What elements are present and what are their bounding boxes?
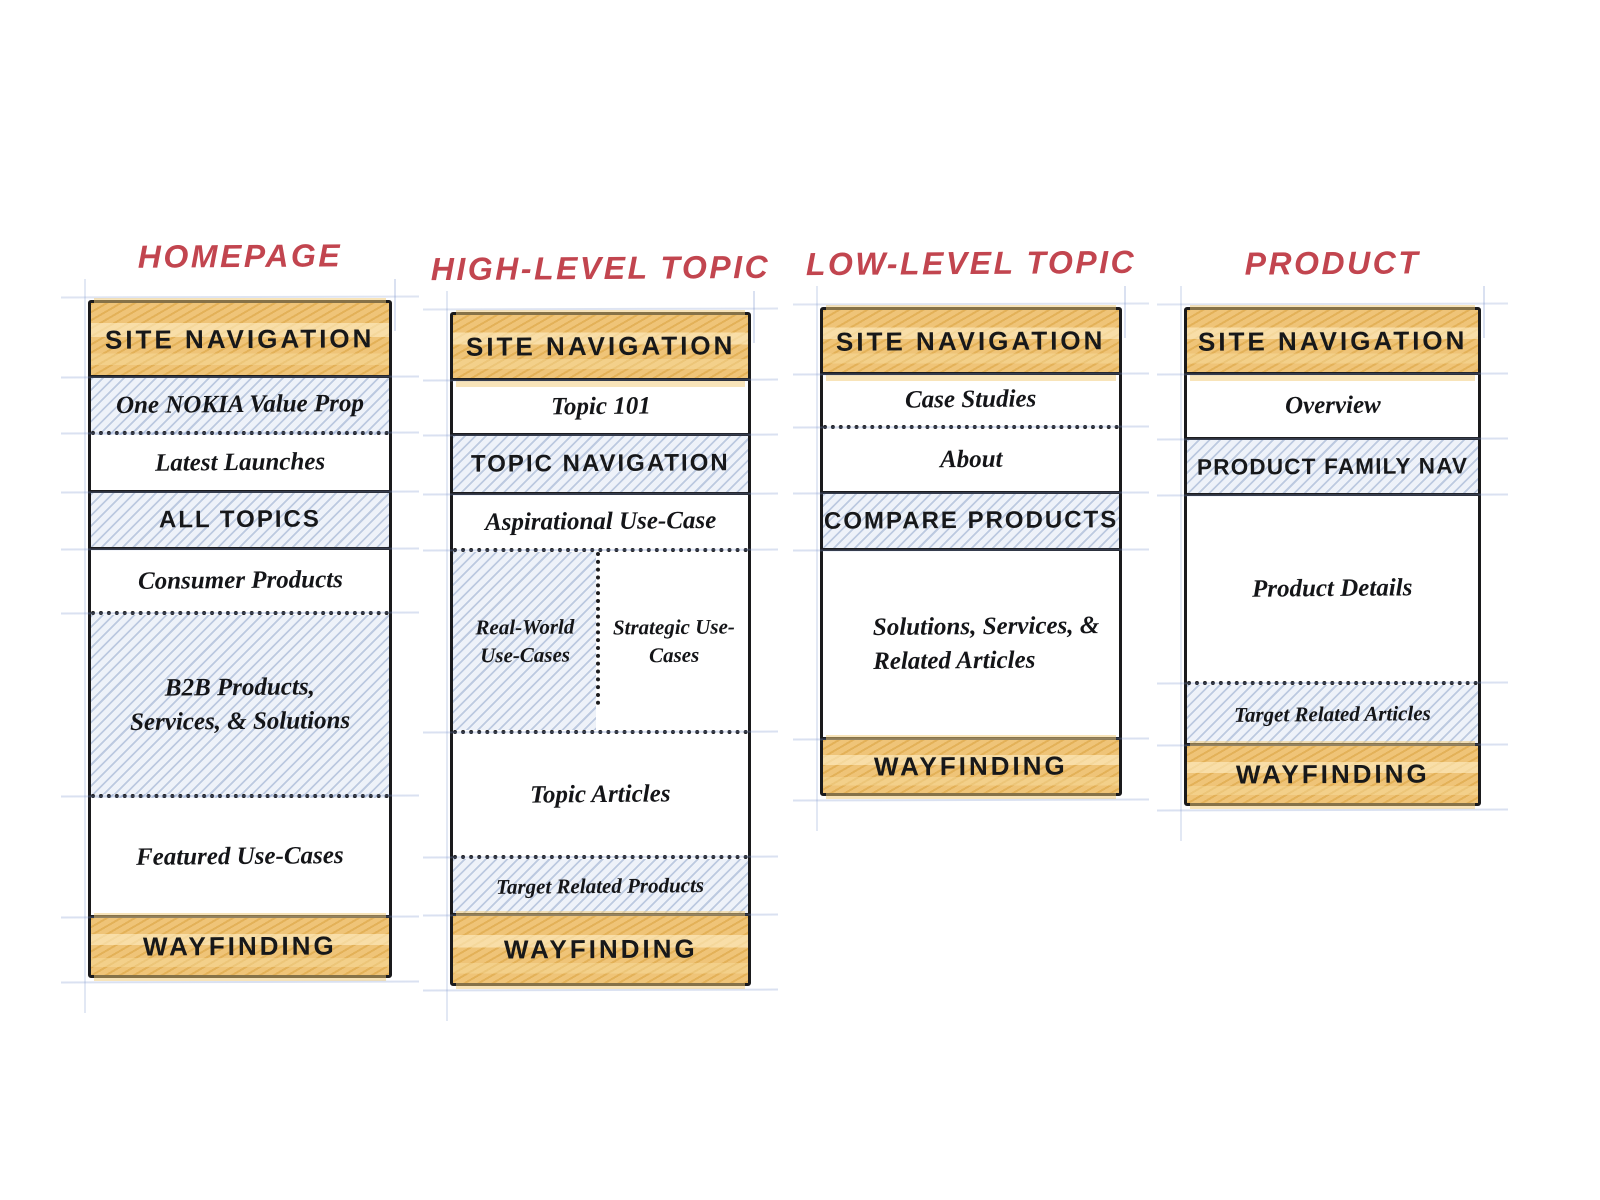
- section-label: Featured Use-Cases: [136, 841, 344, 871]
- section-wayfinding: WAYFINDING: [1187, 746, 1478, 803]
- section-label: Strategic Use-Cases: [612, 614, 735, 668]
- section-label: Latest Launches: [154, 447, 326, 477]
- guide-tick: [753, 291, 755, 343]
- section-label: Target Related Articles: [1234, 700, 1431, 727]
- section-compare-products: COMPARE PRODUCTS: [823, 494, 1119, 551]
- section-label: SITE NAVIGATION: [836, 324, 1106, 357]
- section-label: WAYFINDING: [503, 933, 698, 965]
- section-site-navigation: SITE NAVIGATION: [453, 315, 748, 381]
- section-site-navigation: SITE NAVIGATION: [823, 310, 1119, 375]
- section-topic-101: Topic 101: [453, 381, 748, 436]
- section-all-topics: ALL TOPICS: [91, 493, 389, 550]
- section-topic-navigation: TOPIC NAVIGATION: [453, 436, 748, 495]
- section-label: COMPARE PRODUCTS: [823, 506, 1119, 535]
- section-label: Aspirational Use-Case: [484, 506, 717, 536]
- section-product-family-nav: PRODUCT FAMILY NAV: [1187, 440, 1478, 496]
- section-aspirational-use-case: Aspirational Use-Case: [453, 495, 748, 552]
- wireframe-box-high-level-topic: SITE NAVIGATION Topic 101 TOPIC NAVIGATI…: [446, 291, 755, 1021]
- section-label: Overview: [1284, 391, 1381, 420]
- guide-tick: [394, 279, 396, 331]
- section-label: ALL TOPICS: [159, 505, 321, 534]
- section-target-related-articles: Target Related Articles: [1187, 685, 1478, 746]
- template-column-homepage: HOMEPAGE SITE NAVIGATION One NOKIA Value…: [84, 237, 396, 1013]
- section-consumer-products: Consumer Products: [91, 550, 389, 615]
- column-title-high-level-topic: HIGH-LEVEL TOPIC: [430, 248, 771, 288]
- section-topic-articles: Topic Articles: [453, 734, 748, 859]
- section-label: Real-World Use-Cases: [474, 614, 574, 668]
- section-label: WAYFINDING: [143, 930, 337, 962]
- section-label: One NOKIA Value Prop: [115, 389, 365, 419]
- column-title-low-level-topic: LOW-LEVEL TOPIC: [805, 243, 1137, 283]
- wireframe-box-product: SITE NAVIGATION Overview PRODUCT FAMILY …: [1180, 286, 1485, 841]
- section-label: SITE NAVIGATION: [465, 330, 736, 362]
- section-about: About: [823, 429, 1119, 494]
- section-wayfinding: WAYFINDING: [453, 916, 748, 983]
- section-label: TOPIC NAVIGATION: [471, 449, 730, 478]
- section-label: PRODUCT FAMILY NAV: [1196, 452, 1469, 480]
- section-label: SITE NAVIGATION: [105, 322, 375, 355]
- guide-tick: [1124, 286, 1126, 338]
- guide-tick: [1483, 286, 1485, 338]
- section-label: Solutions, Services, & Related Articles: [872, 612, 1100, 676]
- cell-real-world-use-cases: Real-World Use-Cases: [453, 552, 597, 730]
- section-label: About: [939, 445, 1003, 474]
- section-wayfinding: WAYFINDING: [91, 918, 389, 975]
- section-overview: Overview: [1187, 375, 1478, 440]
- section-label: B2B Products, Services, & Solutions: [129, 673, 351, 736]
- template-column-high-level-topic: HIGH-LEVEL TOPIC SITE NAVIGATION Topic 1…: [431, 249, 770, 1021]
- section-case-studies: Case Studies: [823, 375, 1119, 429]
- section-site-navigation: SITE NAVIGATION: [1187, 310, 1478, 375]
- dotted-vertical-divider: [596, 552, 601, 706]
- section-featured-use-cases: Featured Use-Cases: [91, 798, 389, 918]
- section-latest-launches: Latest Launches: [91, 435, 389, 493]
- section-label: WAYFINDING: [1235, 758, 1430, 790]
- section-label: Topic 101: [550, 392, 651, 421]
- section-target-related-products: Target Related Products: [453, 859, 748, 916]
- section-solutions-services: Solutions, Services, & Related Articles: [823, 551, 1119, 740]
- section-label: WAYFINDING: [874, 750, 1068, 782]
- section-label: Topic Articles: [530, 780, 671, 809]
- section-label: Case Studies: [905, 385, 1037, 414]
- section-label: SITE NAVIGATION: [1197, 324, 1468, 357]
- wireframe-box-low-level-topic: SITE NAVIGATION Case Studies About COMPA…: [816, 286, 1126, 831]
- section-product-details: Product Details: [1187, 496, 1478, 685]
- template-column-product: PRODUCT SITE NAVIGATION Overview PRODUCT…: [1180, 244, 1485, 841]
- section-value-prop: One NOKIA Value Prop: [91, 378, 389, 435]
- column-title-product: PRODUCT: [1244, 244, 1421, 282]
- section-b2b-products: B2B Products, Services, & Solutions: [91, 615, 389, 798]
- section-label: Product Details: [1252, 573, 1413, 603]
- section-label: Consumer Products: [137, 565, 343, 595]
- section-use-cases-split: Real-World Use-Cases Strategic Use-Cases: [453, 552, 748, 734]
- section-site-navigation: SITE NAVIGATION: [91, 303, 389, 378]
- section-label: Target Related Products: [496, 872, 705, 899]
- cell-strategic-use-cases: Strategic Use-Cases: [600, 552, 748, 730]
- template-column-low-level-topic: LOW-LEVEL TOPIC SITE NAVIGATION Case Stu…: [806, 244, 1136, 831]
- section-wayfinding: WAYFINDING: [823, 740, 1119, 793]
- wireframe-box-homepage: SITE NAVIGATION One NOKIA Value Prop Lat…: [84, 279, 396, 1013]
- column-title-homepage: HOMEPAGE: [137, 237, 343, 275]
